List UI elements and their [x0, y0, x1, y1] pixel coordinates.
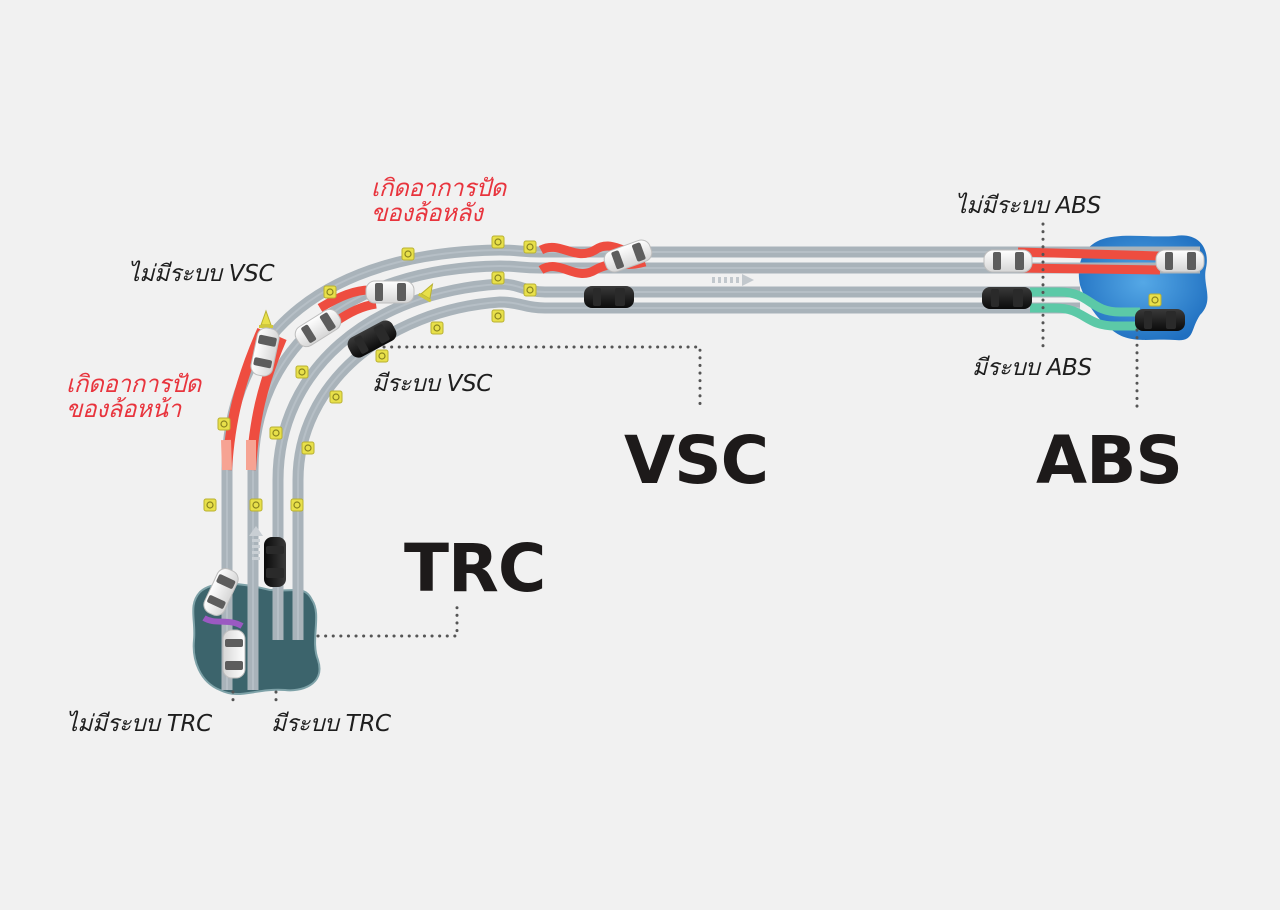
- road-marker-icon: [290, 498, 304, 512]
- traffic-cone-icon: [258, 310, 274, 329]
- road-marker-icon: [523, 283, 537, 297]
- road-marker-icon: [1148, 293, 1162, 307]
- white-car-icon: [1155, 249, 1205, 273]
- rear-skid-label: เกิดอาการปัด ของล้อหลัง: [371, 174, 506, 228]
- road-marker-icon: [295, 365, 309, 379]
- with-abs-label: มีระบบ ABS: [972, 355, 1092, 381]
- road-marker-icon: [203, 498, 217, 512]
- road-marker-icon: [523, 240, 537, 254]
- black-car-icon: [264, 537, 286, 587]
- road-marker-icon: [249, 498, 263, 512]
- with-trc-label: มีระบบ TRC: [271, 711, 391, 737]
- road-marker-icon: [323, 285, 337, 299]
- direction-arrow-icon: [249, 526, 263, 560]
- road-marker-icon: [329, 390, 343, 404]
- road-marker-icon: [491, 235, 505, 249]
- road-marker-icon: [375, 349, 389, 363]
- road-marker-icon: [491, 271, 505, 285]
- direction-arrow-icon: [712, 274, 754, 286]
- white-car-icon: [983, 249, 1033, 273]
- track-lane-highlight: [297, 300, 1080, 640]
- road-marker-icon: [301, 441, 315, 455]
- abs-steer-path: [1030, 303, 1140, 331]
- road-marker-icon: [491, 309, 505, 323]
- vsc-leader-line: [382, 345, 702, 410]
- abs-heading: ABS: [1036, 422, 1183, 499]
- road-marker-icon: [401, 247, 415, 261]
- trc-heading: TRC: [404, 530, 546, 607]
- black-car-icon: [982, 287, 1032, 309]
- road-marker-icon: [217, 417, 231, 431]
- with-vsc-label: มีระบบ VSC: [372, 371, 493, 397]
- black-car-icon: [1135, 309, 1185, 331]
- without-trc-label: ไม่มีระบบ TRC: [66, 711, 212, 737]
- vsc-heading: VSC: [624, 422, 769, 499]
- rear-skid-line2: ของล้อหลัง: [371, 199, 483, 228]
- trc-leader-line: [316, 602, 459, 638]
- white-car-icon: [365, 280, 415, 304]
- road-marker-icon: [430, 321, 444, 335]
- abs-steer-path: [1030, 287, 1140, 317]
- trc-spin-mark: [202, 615, 244, 629]
- rear-skid-line1: เกิดอาการปัด: [371, 174, 506, 202]
- without-vsc-label: ไม่มีระบบ VSC: [128, 261, 275, 287]
- without-abs-label: ไม่มีระบบ ABS: [955, 193, 1101, 219]
- road-marker-icon: [269, 426, 283, 440]
- abs-skid-mark: [1017, 263, 1161, 275]
- front-skid-label: เกิดอาการปัด ของล้อหน้า: [66, 370, 201, 424]
- front-skid-fade: [221, 439, 232, 471]
- white-car-icon: [222, 629, 246, 679]
- black-car-icon: [584, 286, 634, 308]
- front-skid-line1: เกิดอาการปัด: [66, 370, 201, 398]
- abs-skid-mark: [1017, 247, 1161, 261]
- front-skid-line2: ของล้อหน้า: [66, 395, 181, 424]
